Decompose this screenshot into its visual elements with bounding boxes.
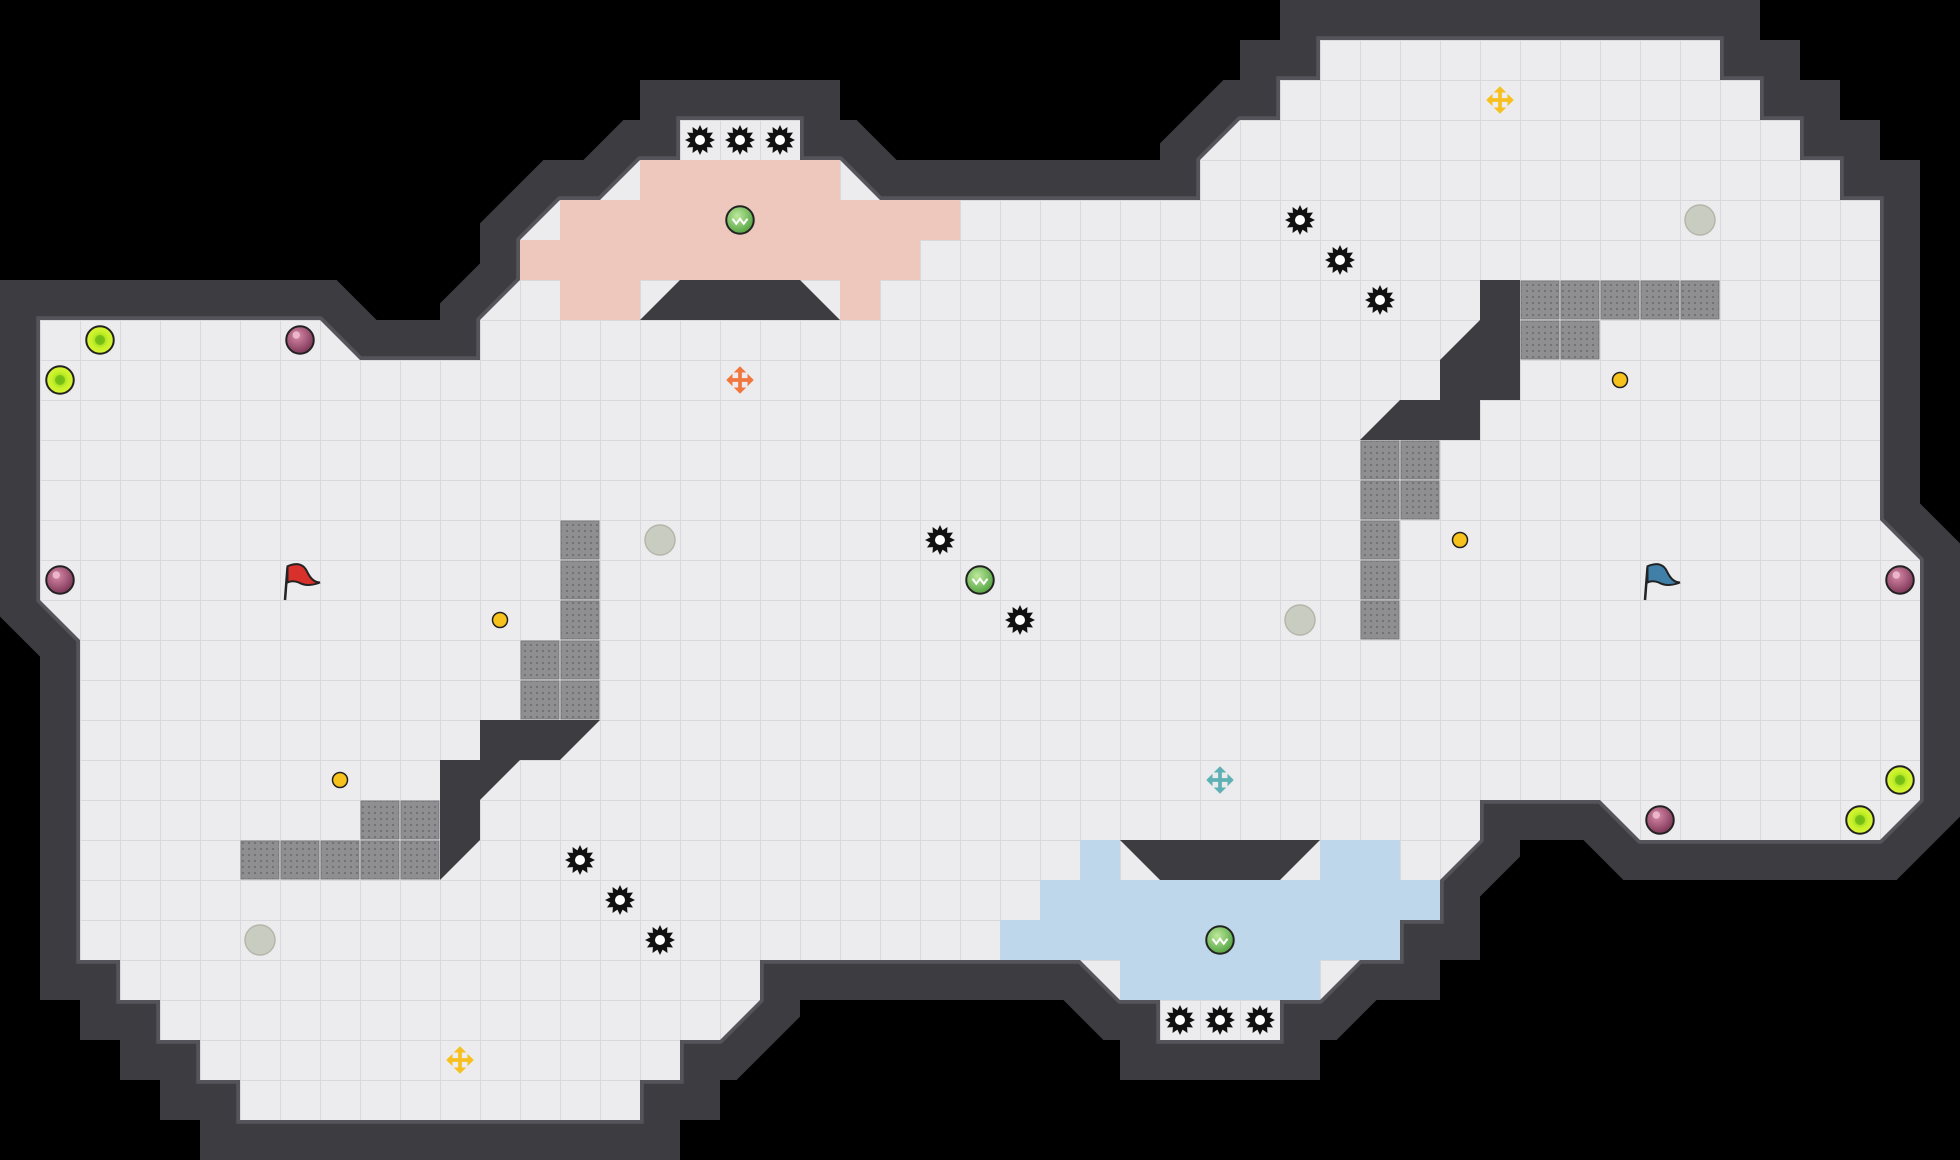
- spike-icon: [1365, 285, 1395, 315]
- boost-icon: [85, 325, 115, 355]
- spike-icon: [605, 885, 635, 915]
- spike-icon: [685, 125, 715, 155]
- spawn-arrow-icon: [1206, 766, 1234, 794]
- blue-team-zone: [1000, 840, 1440, 1000]
- gate-tile: [1680, 280, 1720, 320]
- spawn-arrow-icon: [1486, 86, 1514, 114]
- marker-icon: [1451, 531, 1469, 549]
- spike-icon: [1205, 1005, 1235, 1035]
- boost-icon: [1845, 805, 1875, 835]
- gate-tile: [1640, 280, 1680, 320]
- team-zones: [520, 160, 1440, 1000]
- gate-tile: [1360, 560, 1400, 600]
- spike-icon: [725, 125, 755, 155]
- gate-tile: [1360, 520, 1400, 560]
- bomb-icon: [285, 325, 315, 355]
- gate-tiles: [240, 280, 1720, 880]
- gate-tile: [520, 640, 560, 680]
- boost-icon: [1885, 765, 1915, 795]
- spike-icon: [1165, 1005, 1195, 1035]
- marker-icon: [331, 771, 349, 789]
- spike-icon: [1285, 205, 1315, 235]
- wall-mid-right-corner: [1360, 280, 1520, 440]
- spike-icon: [565, 845, 595, 875]
- gate-tile: [1560, 280, 1600, 320]
- powerup-icon: [725, 205, 755, 235]
- spike-icon: [645, 925, 675, 955]
- gate-tile: [280, 840, 320, 880]
- spike-icon: [765, 125, 795, 155]
- gate-tile: [1600, 280, 1640, 320]
- gate-tile: [560, 560, 600, 600]
- gate-tile: [1400, 480, 1440, 520]
- powerup-icon: [965, 565, 995, 595]
- gate-tile: [1360, 440, 1400, 480]
- gate-tile: [360, 800, 400, 840]
- portal-icon: [644, 524, 676, 556]
- portal-icon: [244, 924, 276, 956]
- spike-icon: [925, 525, 955, 555]
- wall-blue-ledge: [1120, 840, 1320, 880]
- gate-tile: [240, 840, 280, 880]
- gate-tile: [1360, 480, 1400, 520]
- gate-tile: [1520, 280, 1560, 320]
- spawn-arrow-icon: [446, 1046, 474, 1074]
- red-flag-icon: [283, 563, 321, 601]
- wall-mid-left-corner: [440, 720, 600, 880]
- bomb-icon: [1645, 805, 1675, 835]
- spike-icon: [1005, 605, 1035, 635]
- gate-tile: [400, 800, 440, 840]
- spawn-arrow-icon: [726, 366, 754, 394]
- boost-icon: [45, 365, 75, 395]
- gate-tile: [360, 840, 400, 880]
- gate-tile: [1400, 440, 1440, 480]
- wall-red-ledge: [640, 280, 840, 320]
- portal-icon: [1284, 604, 1316, 636]
- powerup-icon: [1205, 925, 1235, 955]
- bomb-icon: [45, 565, 75, 595]
- bomb-icon: [1885, 565, 1915, 595]
- gate-tile: [400, 840, 440, 880]
- gate-tile: [520, 680, 560, 720]
- gate-tile: [560, 600, 600, 640]
- map-objects: [45, 86, 1915, 1074]
- gate-tile: [1560, 320, 1600, 360]
- marker-icon: [1611, 371, 1629, 389]
- gate-tile: [560, 520, 600, 560]
- blue-flag-icon: [1643, 563, 1681, 601]
- red-team-zone: [520, 160, 960, 320]
- inner-walls: [440, 280, 1520, 880]
- marker-icon: [491, 611, 509, 629]
- gate-tile: [1360, 600, 1400, 640]
- gate-tile: [560, 680, 600, 720]
- gate-tile: [560, 640, 600, 680]
- gate-tile: [1520, 320, 1560, 360]
- spike-icon: [1245, 1005, 1275, 1035]
- gate-tile: [320, 840, 360, 880]
- spike-icon: [1325, 245, 1355, 275]
- portal-icon: [1684, 204, 1716, 236]
